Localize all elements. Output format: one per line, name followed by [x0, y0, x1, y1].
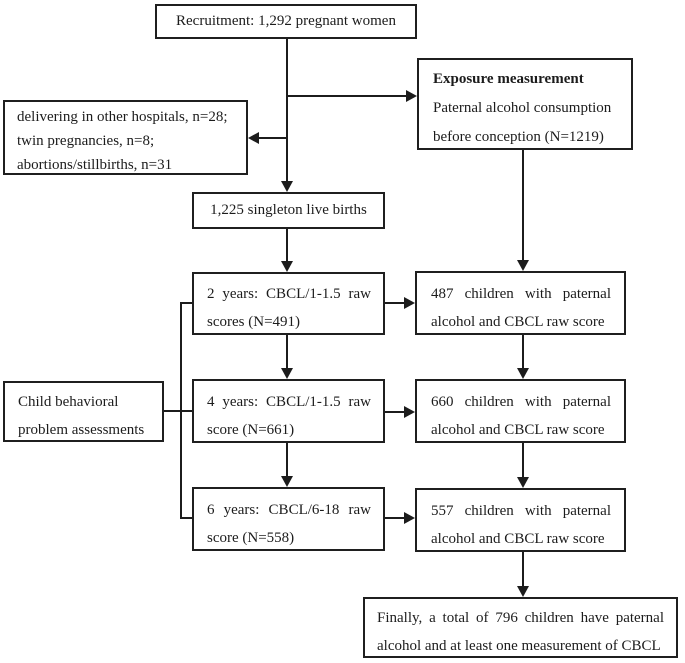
- assessments-line-2: problem assessments: [18, 422, 145, 438]
- arrowhead-matched6y-final: [517, 586, 529, 597]
- arrowhead-exposure-matched2y: [517, 260, 529, 271]
- matched-4y-line-1: 660 children with paternal: [431, 394, 611, 410]
- connector-to-exposure: [287, 95, 407, 97]
- recruitment-text: Recruitment: 1,292 pregnant women: [176, 13, 396, 29]
- matched-6y-line-2: alcohol and CBCL raw score: [431, 531, 605, 547]
- arrowhead-matched2y-matched4y: [517, 368, 529, 379]
- final-line-2: alcohol and at least one measurement of …: [377, 638, 661, 654]
- connector-2y-matched: [385, 302, 405, 304]
- exclusion-line-2: twin pregnancies, n=8;: [17, 133, 155, 149]
- connector-to-exclusions: [258, 137, 288, 139]
- connector-matched2y-matched4y: [522, 335, 524, 369]
- box-matched-2y: 487 children with paternal alcohol and C…: [415, 271, 626, 335]
- connector-6y-matched: [385, 517, 405, 519]
- box-final-sample: Finally, a total of 796 children have pa…: [363, 597, 678, 658]
- box-recruitment: Recruitment: 1,292 pregnant women: [155, 4, 417, 39]
- connector-exposure-matched2y: [522, 150, 524, 261]
- matched-6y-line-1: 557 children with paternal: [431, 503, 611, 519]
- arrowhead-singleton-2y: [281, 261, 293, 272]
- exclusion-line-3: abortions/stillbirths, n=31: [17, 157, 173, 173]
- box-assessments: Child behavioral problem assessments: [3, 381, 164, 442]
- cbcl-2y-line-1: 2 years: CBCL/1-1.5 raw: [207, 286, 371, 302]
- arrowhead-4y-matched: [404, 406, 415, 418]
- exposure-line-1: Paternal alcohol consumption: [433, 100, 612, 116]
- arrowhead-to-exposure: [406, 90, 417, 102]
- connector-2y-4y: [286, 335, 288, 369]
- arrowhead-to-singleton: [281, 181, 293, 192]
- box-exposure-measurement: Exposure measurement Paternal alcohol co…: [417, 58, 633, 150]
- bracket-vertical: [180, 302, 182, 519]
- exposure-line-2: before conception (N=1219): [433, 129, 604, 145]
- arrowhead-4y-6y: [281, 476, 293, 487]
- connector-4y-6y: [286, 443, 288, 477]
- bracket-hook-top: [180, 302, 192, 304]
- cbcl-4y-line-1: 4 years: CBCL/1-1.5 raw: [207, 394, 371, 410]
- arrowhead-6y-matched: [404, 512, 415, 524]
- arrowhead-2y-matched: [404, 297, 415, 309]
- connector-matched4y-matched6y: [522, 443, 524, 478]
- bracket-stem: [164, 410, 192, 412]
- cbcl-4y-line-2: score (N=661): [207, 422, 295, 438]
- box-cbcl-2y: 2 years: CBCL/1-1.5 raw scores (N=491): [192, 272, 385, 335]
- matched-2y-line-2: alcohol and CBCL raw score: [431, 314, 605, 330]
- matched-2y-line-1: 487 children with paternal: [431, 286, 611, 302]
- cbcl-6y-line-1: 6 years: CBCL/6-18 raw: [207, 502, 371, 518]
- final-line-1: Finally, a total of 796 children have pa…: [377, 610, 664, 626]
- arrowhead-2y-4y: [281, 368, 293, 379]
- connector-matched6y-final: [522, 552, 524, 587]
- bracket-hook-bottom: [180, 517, 192, 519]
- exclusion-line-1: delivering in other hospitals, n=28;: [17, 109, 228, 125]
- exposure-title: Exposure measurement: [433, 71, 584, 87]
- connector-recruitment-trunk: [286, 39, 288, 183]
- box-singleton-births: 1,225 singleton live births: [192, 192, 385, 229]
- connector-4y-matched: [385, 411, 405, 413]
- box-matched-6y: 557 children with paternal alcohol and C…: [415, 488, 626, 552]
- assessments-line-1: Child behavioral: [18, 394, 119, 410]
- cbcl-6y-line-2: score (N=558): [207, 530, 295, 546]
- matched-4y-line-2: alcohol and CBCL raw score: [431, 422, 605, 438]
- cbcl-2y-line-2: scores (N=491): [207, 314, 301, 330]
- box-cbcl-4y: 4 years: CBCL/1-1.5 raw score (N=661): [192, 379, 385, 443]
- arrowhead-to-exclusions: [248, 132, 259, 144]
- singleton-text: 1,225 singleton live births: [210, 202, 367, 218]
- box-cbcl-6y: 6 years: CBCL/6-18 raw score (N=558): [192, 487, 385, 551]
- box-matched-4y: 660 children with paternal alcohol and C…: [415, 379, 626, 443]
- arrowhead-matched4y-matched6y: [517, 477, 529, 488]
- box-exclusions: delivering in other hospitals, n=28; twi…: [3, 100, 248, 175]
- connector-singleton-2y: [286, 229, 288, 262]
